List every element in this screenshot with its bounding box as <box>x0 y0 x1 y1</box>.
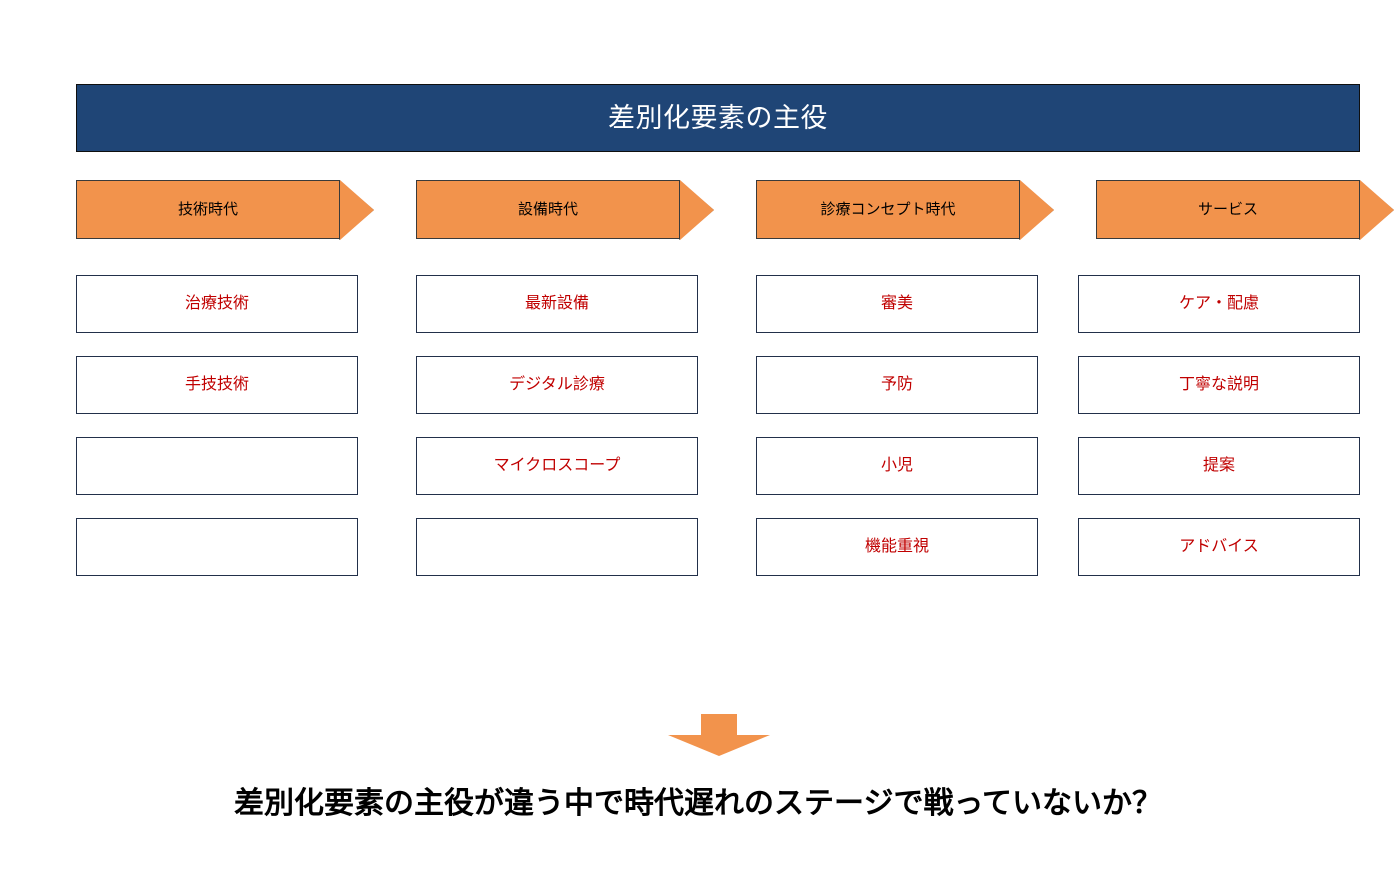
item-label: 提案 <box>1202 457 1235 474</box>
item-box-empty[interactable] <box>416 518 698 576</box>
item-box[interactable]: アドバイス <box>1078 518 1360 576</box>
item-label: アドバイス <box>1179 538 1259 555</box>
stage-column-3: 診療コンセプト時代 審美 予防 小児 機能重視 <box>756 180 1054 580</box>
item-box[interactable]: 機能重視 <box>756 518 1038 576</box>
page-title: 差別化要素の主役 <box>608 102 828 133</box>
item-label: ケア・配慮 <box>1178 295 1259 312</box>
item-box-empty[interactable] <box>76 518 358 576</box>
item-box[interactable]: 小児 <box>756 437 1038 495</box>
slide-title-banner: 差別化要素の主役 <box>76 84 1360 152</box>
item-box[interactable]: ケア・配慮 <box>1078 275 1360 333</box>
stage-column-2: 設備時代 最新設備 デジタル診療 マイクロスコープ <box>416 180 714 580</box>
item-box[interactable]: デジタル診療 <box>416 356 698 414</box>
item-box[interactable]: 治療技術 <box>76 275 358 333</box>
stage-header-chevron-3[interactable]: 診療コンセプト時代 <box>756 180 1054 240</box>
slide-caption: 差別化要素の主役が違う中で時代遅れのステージで戦っていないか？ <box>0 786 1396 822</box>
item-label: 治療技術 <box>184 295 249 312</box>
caption-text: 差別化要素の主役が違う中で時代遅れのステージで戦っていないか？ <box>234 787 1162 820</box>
item-box-empty[interactable] <box>76 437 358 495</box>
down-arrow-icon <box>668 714 770 756</box>
stage-columns-container: 技術時代 治療技術 手技技術 設備時代 最新設備 デジ <box>76 180 1394 580</box>
stage-column-4: サービス ケア・配慮 丁寧な説明 提案 アドバイス <box>1078 180 1394 580</box>
stage-header-chevron-1[interactable]: 技術時代 <box>76 180 374 240</box>
item-label: 手技技術 <box>184 376 249 393</box>
item-label: 機能重視 <box>864 538 929 555</box>
stage-header-chevron-2[interactable]: 設備時代 <box>416 180 714 240</box>
item-box[interactable]: 提案 <box>1078 437 1360 495</box>
item-box[interactable]: 丁寧な説明 <box>1078 356 1360 414</box>
item-label: マイクロスコープ <box>493 457 621 474</box>
stage-items-2: 最新設備 デジタル診療 マイクロスコープ <box>416 275 698 576</box>
item-label: 小児 <box>880 457 913 474</box>
item-box[interactable]: マイクロスコープ <box>416 437 698 495</box>
stage-header-label-4: サービス <box>1197 201 1258 218</box>
stage-header-label-1: 技術時代 <box>177 201 238 218</box>
item-box[interactable]: 審美 <box>756 275 1038 333</box>
item-box[interactable]: 最新設備 <box>416 275 698 333</box>
stage-header-label-2: 設備時代 <box>517 201 578 218</box>
stage-header-label-3: 診療コンセプト時代 <box>820 201 956 218</box>
item-box[interactable]: 予防 <box>756 356 1038 414</box>
item-label: 最新設備 <box>524 295 589 312</box>
item-label: 審美 <box>880 295 913 312</box>
stage-items-4: ケア・配慮 丁寧な説明 提案 アドバイス <box>1078 275 1360 576</box>
stage-items-3: 審美 予防 小児 機能重視 <box>756 275 1038 576</box>
stage-column-1: 技術時代 治療技術 手技技術 <box>76 180 374 580</box>
item-label: デジタル診療 <box>509 376 605 393</box>
item-label: 丁寧な説明 <box>1178 376 1259 393</box>
stage-items-1: 治療技術 手技技術 <box>76 275 358 576</box>
item-label: 予防 <box>880 376 913 393</box>
stage-header-chevron-4[interactable]: サービス <box>1096 180 1394 240</box>
item-box[interactable]: 手技技術 <box>76 356 358 414</box>
